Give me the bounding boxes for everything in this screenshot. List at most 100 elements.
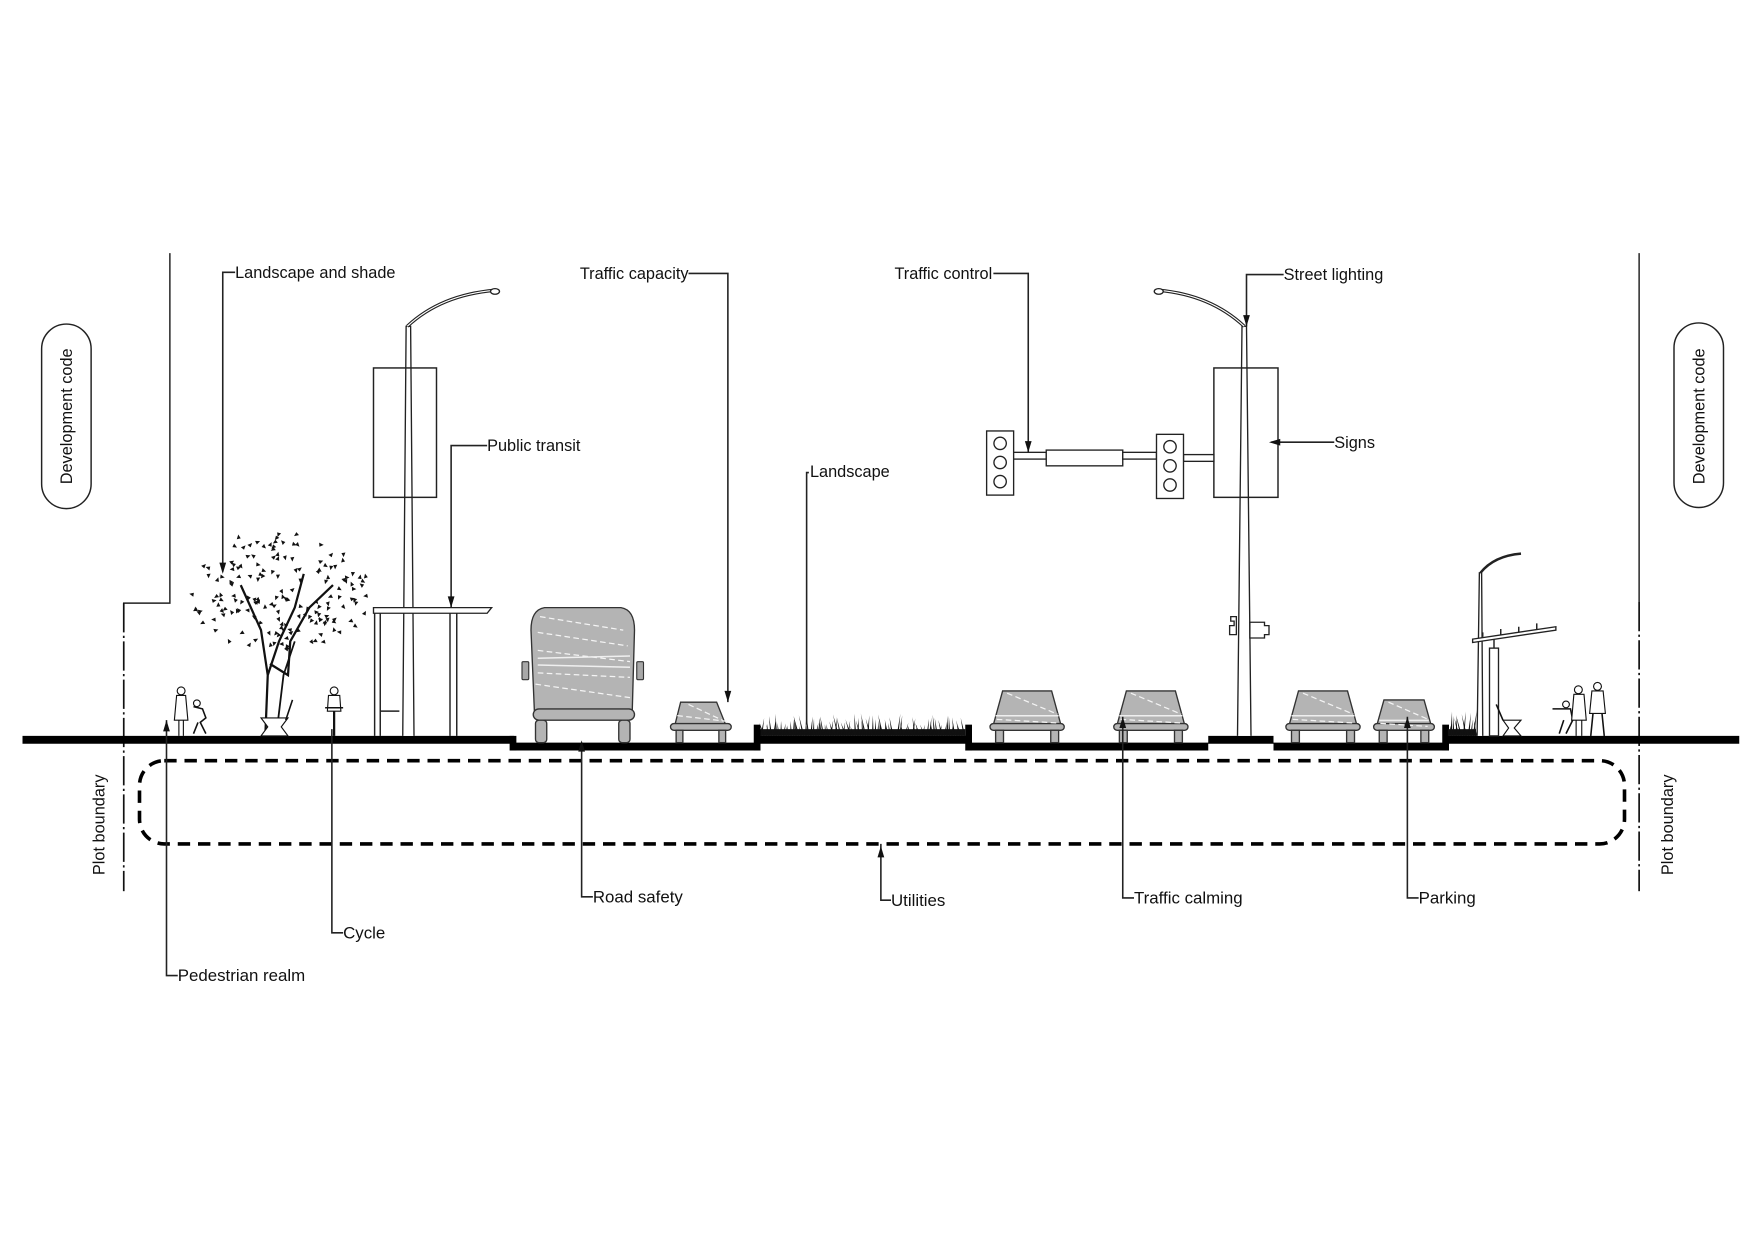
tree-leaf — [317, 604, 322, 610]
grass-blade — [775, 714, 778, 736]
tree-leaf — [231, 562, 236, 568]
tree-leaf — [220, 613, 226, 618]
grass-blade — [960, 717, 966, 736]
tree-leaf — [308, 614, 313, 620]
tree-leaf — [222, 606, 228, 611]
grass-blade — [766, 724, 770, 736]
tree-leaf — [246, 595, 251, 601]
tree-leaf — [323, 562, 328, 568]
leader-landscape-and-shade — [221, 271, 236, 572]
tree-leaf — [337, 586, 342, 591]
tree-leaf — [256, 577, 261, 582]
grass-blade — [759, 722, 765, 736]
tree-leaf — [309, 639, 314, 645]
grass-blade — [792, 718, 795, 736]
tree-leaf — [363, 593, 368, 598]
cyclist — [325, 686, 344, 736]
median-curb-right — [965, 724, 972, 751]
label-pedestrian-realm: Pedestrian realm — [178, 966, 305, 985]
tree-leaf — [337, 595, 342, 600]
tree-leaf — [318, 633, 323, 637]
grass-blade — [840, 722, 847, 736]
tree-leaf — [189, 592, 194, 597]
tree-leaf — [281, 540, 286, 546]
median-planting — [759, 713, 966, 736]
tree-leaf — [270, 546, 276, 551]
grass-blade — [812, 718, 815, 736]
tree-leaf — [313, 620, 318, 625]
grass-blade — [824, 724, 827, 736]
development-code-label-right: Development code — [1690, 348, 1708, 484]
median-curb-left — [753, 724, 761, 751]
grass-blade — [938, 724, 942, 736]
tree-leaf — [205, 566, 211, 571]
tree-leaf — [216, 602, 221, 607]
tree-leaf — [343, 578, 348, 584]
street-lamp-left — [402, 287, 501, 736]
tree-leaf — [357, 574, 362, 580]
grass-blade — [948, 716, 951, 736]
label-road-safety: Road safety — [593, 887, 684, 906]
tree-leaf — [317, 567, 322, 572]
tree-leaf — [271, 569, 276, 575]
sign-panel — [1213, 367, 1279, 499]
tree — [189, 532, 368, 737]
tree-leaf — [283, 636, 289, 640]
tree-leaf — [332, 627, 337, 633]
grass-blade — [1472, 709, 1477, 736]
bus — [521, 606, 645, 744]
tree-leaf — [258, 620, 263, 625]
tree-leaf — [319, 542, 324, 547]
tree-leaf — [288, 631, 294, 636]
shrubs-right — [1447, 709, 1477, 736]
signal-head-right — [1155, 433, 1185, 500]
tree-leaf — [267, 542, 272, 547]
tree-leaf — [235, 608, 240, 614]
tree-leaf — [289, 587, 295, 593]
development-code-pill-right — [1673, 322, 1725, 509]
grass-blade — [946, 715, 948, 736]
tree-leaf — [354, 601, 359, 606]
pedestrians-left — [173, 686, 207, 736]
tree-leaf — [272, 641, 277, 647]
grass-blade — [1452, 715, 1455, 736]
tree-leaf — [201, 563, 206, 569]
leader-street-lighting — [1245, 273, 1284, 327]
tree-leaf — [246, 642, 251, 648]
tree-leaf — [325, 617, 330, 623]
tree-leaf — [360, 578, 366, 583]
tree-leaf — [229, 567, 235, 572]
tree-leaf — [247, 542, 253, 548]
leader-traffic-capacity — [688, 272, 729, 703]
tree-leaf — [274, 535, 280, 541]
tree-leaf — [258, 571, 263, 576]
tree-leaf — [271, 604, 277, 609]
tree-leaf — [266, 630, 271, 636]
bench-right — [1495, 704, 1523, 737]
tree-leaf — [294, 532, 299, 537]
tree-leaf — [255, 599, 261, 604]
tree-leaf — [245, 554, 251, 559]
label-cycle: Cycle — [343, 923, 385, 942]
tree-leaf — [285, 597, 291, 602]
tree-leaf — [283, 596, 288, 602]
label-signs: Signs — [1334, 434, 1375, 452]
tree-leaf — [295, 541, 300, 547]
tree-leaf — [230, 610, 235, 615]
tree-leaf — [219, 597, 224, 602]
tree-leaf — [293, 567, 298, 573]
tree-leaf — [279, 641, 284, 647]
tree-leaf — [282, 555, 287, 561]
leader-cycle — [331, 729, 344, 934]
tree-leaf — [279, 624, 284, 630]
grass-blade — [836, 717, 842, 736]
leader-traffic-control — [993, 272, 1030, 453]
tree-leaf — [229, 560, 235, 565]
tree-leaf — [261, 543, 266, 549]
label-parking: Parking — [1419, 889, 1476, 908]
tree-leaf — [344, 575, 350, 580]
grass-blade — [907, 726, 911, 736]
tree-leaf — [284, 646, 288, 652]
tree-leaf — [276, 616, 280, 622]
tree-leaf — [275, 609, 280, 615]
